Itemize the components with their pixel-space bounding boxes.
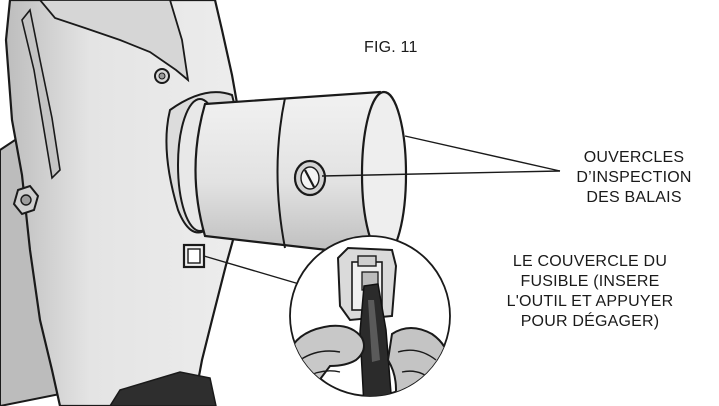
handle-recess	[38, 0, 190, 83]
brush-inspection-covers-label: OUVERCLES D’INSPECTION DES BALAIS	[549, 148, 719, 208]
brush-label-line-1: OUVERCLES	[583, 149, 685, 166]
fuse-inset	[289, 235, 451, 397]
leader-fuse	[203, 255, 307, 287]
motor-cylinder	[194, 90, 408, 258]
fuse-label-line-3: L'OUTIL ET APPUYER	[506, 293, 674, 310]
figure-title: FIG. 11	[364, 39, 418, 56]
fuse-cover-label: LE COUVERCLE DU FUSIBLE (INSERE L'OUTIL …	[470, 252, 710, 332]
leader-lines	[203, 135, 561, 287]
motor-seam	[276, 97, 286, 249]
tool-base	[109, 371, 217, 406]
handle-recess-inner	[21, 8, 61, 180]
brush-label-line-3: DES BALAIS	[586, 189, 682, 206]
leader-brush-lower	[321, 170, 561, 177]
fuse-label-line-1: LE COUVERCLE DU	[512, 253, 668, 270]
right-hand	[386, 327, 450, 396]
fuse-label-line-2: FUSIBLE (INSERE	[520, 273, 660, 290]
leader-brush-upper	[404, 135, 561, 172]
brush-label-line-2: D’INSPECTION	[576, 169, 692, 186]
fuse-label-line-4: POUR DÉGAGER)	[520, 313, 660, 330]
